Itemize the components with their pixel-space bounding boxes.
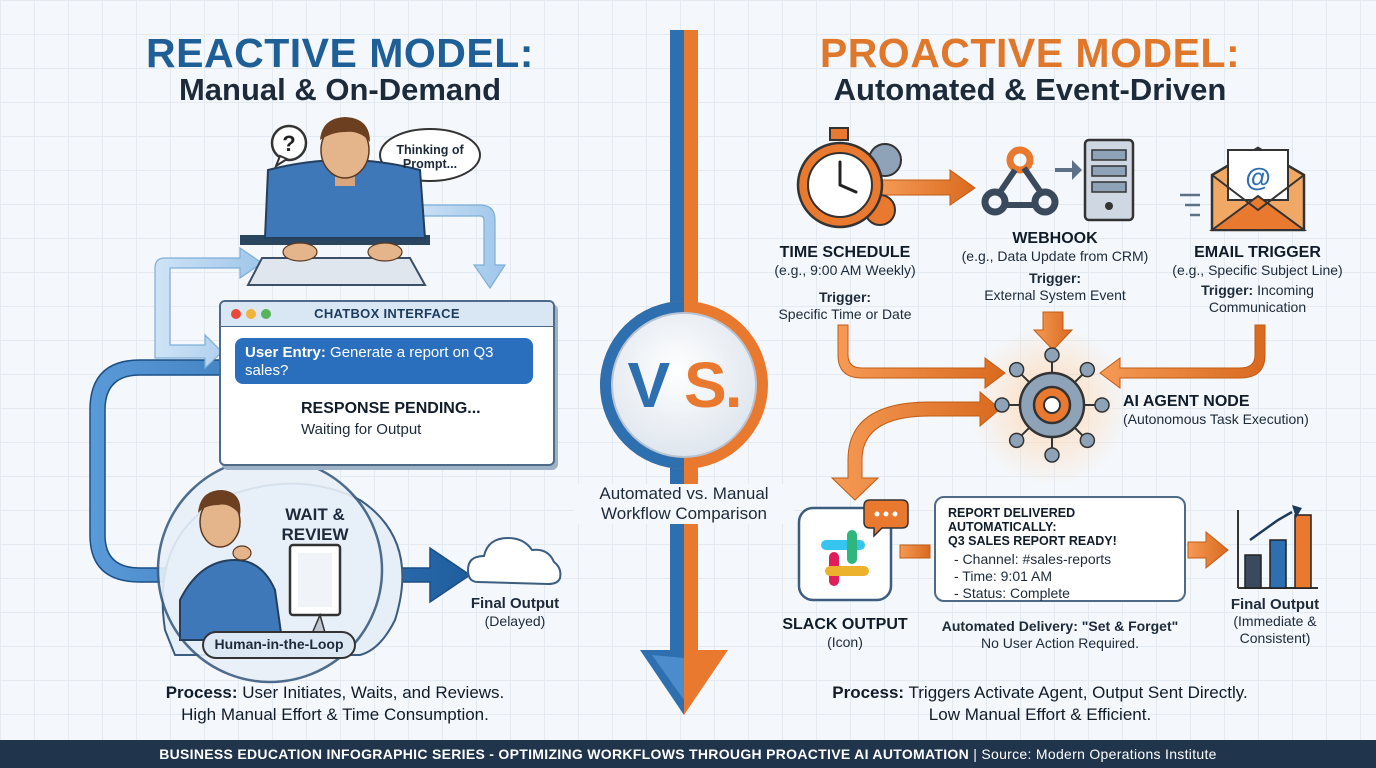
reactive-process-label: Process: [165,683,238,702]
footer-separator: | [973,746,978,762]
proactive-subtitle: Automated & Event-Driven [833,72,1227,107]
agent-network-node [1079,361,1096,378]
vs-text-tail: S. [684,349,742,421]
message-item-channel: - Channel: #sales-reports [954,551,1112,567]
vs-emblem [600,301,768,469]
webhook-title: WEBHOOK [1012,230,1098,247]
proactive-process-label: Process: [832,683,905,702]
webhook-icon [981,146,1059,216]
email-envelope-icon: @ [1180,146,1308,232]
report-message-card: REPORT DELIVERED AUTOMATICALLY: Q3 SALES… [934,496,1186,602]
reactive-subtitle: Manual & On-Demand [178,72,502,107]
typing-output-arrow [409,204,507,290]
webhook-trigger-text: External System Event [984,287,1126,303]
window-maximize-dot [261,309,271,319]
agent-network-node [1044,447,1060,463]
delivery-note: Automated Delivery: "Set & Forget" No Us… [925,618,1195,652]
slack-title: SLACK OUTPUT [782,616,908,633]
thought-bubble-text: Thinking of Prompt... [396,143,464,171]
center-caption-line2: Workflow Comparison [601,504,767,523]
svg-text:?: ? [282,131,295,156]
chatbox-header: CHATBOX INTERFACE [221,302,553,327]
delivery-line1: Automated Delivery: "Set & Forget" [941,618,1179,634]
webhook-example: (e.g., Data Update from CRM) [961,248,1149,264]
response-pending-sub: Waiting for Output [301,421,422,438]
svg-text:@: @ [1245,162,1270,192]
agent-title: AI AGENT NODE [1123,393,1250,410]
slack-icon [797,499,909,602]
proactive-final-note2: Consistent) [1239,630,1311,646]
webhook-trigger-label: Trigger: [1028,270,1082,286]
proactive-title: PROACTIVE MODEL: [819,30,1241,76]
agent-network-node [1044,347,1060,363]
message-line1: REPORT DELIVERED AUTOMATICALLY: [948,506,1076,534]
agent-sub: (Autonomous Task Execution) [1123,411,1309,427]
window-minimize-dot [246,309,256,319]
window-close-dot [231,309,241,319]
proactive-final-output-block: Final Output (Immediate & Consistent) [1210,596,1340,647]
message-line2: Q3 SALES REPORT READY! [948,534,1117,548]
wait-review-label: WAIT & REVIEW [281,505,349,544]
proactive-process-line2: Low Manual Effort & Efficient. [928,705,1152,724]
user-entry-bubble[interactable]: User Entry: Generate a report on Q3 sale… [235,338,533,384]
email-trigger-text2: Communication [1208,299,1307,315]
person-typing-illustration [240,117,430,286]
center-caption: Automated vs. Manual Workflow Comparison [574,484,794,524]
email-trigger-example: (e.g., Specific Subject Line) [1172,262,1343,278]
proactive-process-line1: Triggers Activate Agent, Output Sent Dir… [908,683,1248,702]
time-schedule-trigger-label: Trigger: [818,289,872,305]
reactive-process-line2: High Manual Effort & Time Consumption. [181,705,489,724]
user-entry-label: User Entry: [245,344,326,361]
question-bubble-icon: ? [270,124,308,169]
slack-sub: (Icon) [827,634,863,650]
response-pending-title: RESPONSE PENDING... [301,400,481,417]
time-schedule-block: TIME SCHEDULE (e.g., 9:00 AM Weekly) Tri… [760,244,930,323]
agent-network-node [1008,432,1025,449]
webhook-block: WEBHOOK (e.g., Data Update from CRM) Tri… [950,230,1160,304]
email-trigger-text1: Incoming [1257,282,1314,298]
ai-agent-node-icon [994,347,1110,463]
reactive-final-output-note: (Delayed) [484,613,546,629]
user-entry-text: Generate a report on Q3 sales? [245,344,494,379]
reactive-process: Process: User Initiates, Waits, and Revi… [110,682,560,726]
human-loop-label: Human-in-the-Loop [214,636,344,652]
agent-block: AI AGENT NODE (Autonomous Task Execution… [1123,393,1343,428]
slack-block: SLACK OUTPUT (Icon) [770,616,920,651]
time-schedule-title: TIME SCHEDULE [779,244,911,261]
server-icon [1055,138,1135,222]
wait-review-illustration [156,456,404,684]
center-caption-line1: Automated vs. Manual [599,484,769,503]
proactive-final-note1: (Immediate & [1233,613,1317,629]
agent-network-node [994,397,1010,413]
cloud-icon [466,536,562,586]
reactive-final-output: Final Output [470,595,560,612]
message-item-status: - Status: Complete [954,585,1070,601]
email-trigger-label: Trigger: [1201,282,1254,298]
stopwatch-icon [796,127,902,229]
reactive-process-line1: User Initiates, Waits, and Reviews. [242,683,505,702]
reactive-title: REACTIVE MODEL: [146,30,534,76]
footer-source: Source: Modern Operations Institute [981,746,1217,762]
bar-chart-icon [1237,505,1318,589]
email-trigger-title: EMAIL TRIGGER [1194,244,1321,261]
time-schedule-trigger-text: Specific Time or Date [778,306,912,322]
proactive-process: Process: Triggers Activate Agent, Output… [790,682,1290,726]
vs-text: V [627,349,671,421]
human-loop-pill [202,631,356,659]
proactive-flow-arrows [830,169,1266,570]
time-schedule-example: (e.g., 9:00 AM Weekly) [774,262,916,278]
agent-network-node [1008,361,1025,378]
message-item-time: - Time: 9:01 AM [954,568,1053,584]
chatbox-window: CHATBOX INTERFACE User Entry: Generate a… [219,300,555,466]
vs-label: V S. [612,348,756,422]
chatbox-title: CHATBOX INTERFACE [314,306,460,321]
delivery-line2: No User Action Required. [981,635,1139,651]
footer-main: BUSINESS EDUCATION INFOGRAPHIC SERIES - … [159,746,970,762]
agent-network-node [1094,397,1110,413]
agent-network-node [1079,432,1096,449]
proactive-final-output: Final Output [1230,596,1320,613]
email-trigger-block: EMAIL TRIGGER (e.g., Specific Subject Li… [1165,244,1350,316]
footer-bar: BUSINESS EDUCATION INFOGRAPHIC SERIES - … [0,740,1376,768]
